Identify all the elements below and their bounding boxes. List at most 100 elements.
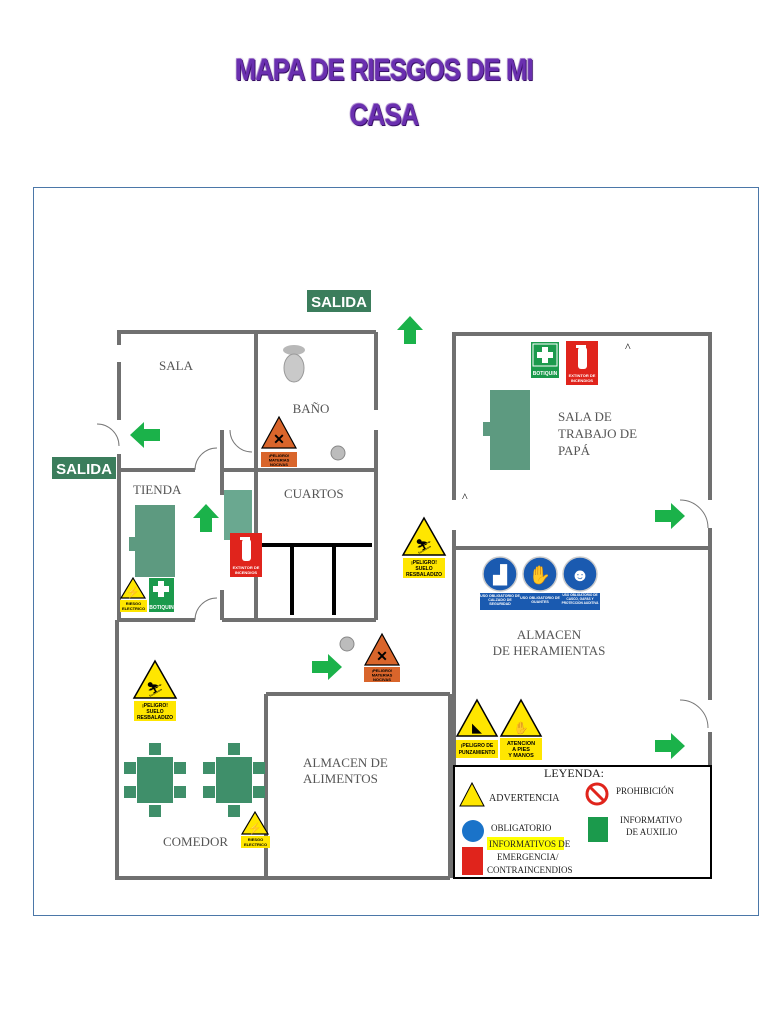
exit-arrow-left-icon [130, 422, 160, 448]
first-aid-sign: BOTIQUIN [531, 342, 559, 378]
caret-mark: ^ [462, 490, 468, 504]
drain-icon [330, 445, 346, 461]
sign-text: SUELO [415, 566, 432, 572]
exit-label: SALIDA [311, 294, 367, 311]
sign-text: SUELO [146, 709, 163, 715]
mandatory-circle-icon [462, 820, 484, 842]
extinguisher-icon [242, 539, 251, 561]
sign-text: MATERIAS [269, 458, 290, 463]
sign-text: A PIES [512, 747, 530, 753]
puncture-icon: ◣ [472, 720, 482, 735]
sign-text: BOTIQUIN [533, 371, 558, 377]
room-label-bano: BAÑO [293, 401, 330, 416]
room-label-sala-trabajo: PAPÁ [558, 443, 591, 458]
legend-label-emergencia: EMERGENCIA/ [497, 852, 559, 862]
exit-arrow-right-icon [655, 733, 685, 759]
warning-triangle-icon [459, 781, 485, 807]
room-label-comedor: COMEDOR [163, 834, 228, 849]
legend-label-emergencia: INFORMATIVOS DE [489, 839, 571, 849]
drain-icon [339, 636, 355, 652]
extinguisher-icon [578, 347, 587, 369]
exit-sign-left: SALIDA [52, 457, 116, 479]
sign-text: ¡PELIGRO DE [461, 743, 494, 749]
extinguisher-sign: EXTINTOR DE INCENDIOS [566, 341, 598, 385]
emergency-square-icon [462, 847, 483, 875]
exit-sign-top: SALIDA [307, 290, 371, 312]
caret-mark: ^ [625, 340, 631, 354]
page-title-line-1: MAPA DE RIESGOS DE MI [235, 52, 534, 87]
room-label-sala-trabajo: TRABAJO DE [558, 426, 637, 441]
sign-text: ¡PELIGRO! [372, 668, 393, 673]
sign-text: USO OBLIGATORIO DE CASCO, GAFAS Y PROTEC… [561, 593, 599, 605]
legend-label-informativo: DE AUXILIO [626, 827, 678, 837]
legend-title: LEYENDA: [544, 766, 604, 780]
informative-square-icon [588, 817, 608, 842]
sign-text: ATENCION [507, 741, 535, 747]
map-frame [33, 187, 759, 916]
slippery-floor-sign: ⛷ ¡PELIGRO! SUELO RESBALADIZO [401, 516, 447, 578]
room-label-almacen-herramientas: ALMACEN [517, 627, 582, 642]
mandatory-helmet-sign: ☻ USO OBLIGATORIO DE CASCO, GAFAS Y PROT… [560, 555, 600, 612]
legend-label-advertencia: ADVERTENCIA [489, 793, 560, 804]
legend-label-emergencia: CONTRAINCENDIOS [487, 865, 573, 875]
sign-text: RESBALADIZO [137, 715, 173, 721]
sign-text: NOCIVAS [270, 462, 288, 467]
room-label-sala: SALA [159, 358, 194, 373]
harmful-materials-sign: ✕ ¡PELIGRO! MATERIAS NOCIVAS [260, 415, 298, 467]
sign-text: PUNZAMIENTO [459, 750, 496, 756]
desk-icon [483, 390, 530, 470]
sign-text: ¡PELIGRO! [411, 560, 437, 566]
exit-arrow-right-icon [655, 503, 685, 529]
exit-arrow-right-icon [312, 654, 342, 680]
legend-label-informativo: INFORMATIVO [620, 815, 683, 825]
lightning-icon: ⚡ [126, 586, 140, 599]
sign-text: ELECTRICO [122, 606, 145, 611]
hands-feet-warning-sign: ✋ ATENCION A PIES Y MANOS [499, 698, 543, 760]
tienda-counter [129, 505, 175, 577]
room-label-almacen-alimentos: ALIMENTOS [303, 771, 378, 786]
extinguisher-sign: EXTINTOR DE INCENDIOS [230, 533, 262, 577]
sign-text: RIESGO [248, 837, 264, 842]
electrical-risk-sign: ⚡ RIESGO ELECTRICO [240, 810, 270, 848]
slipping-person-icon: ⛷ [146, 682, 164, 698]
room-label-almacen-herramientas: DE HERAMIENTAS [493, 643, 606, 658]
room-label-almacen-alimentos: ALMACEN DE [303, 755, 388, 770]
glove-icon: ✋ [529, 564, 551, 585]
crush-hand-icon: ✋ [514, 721, 529, 735]
toilet-icon [283, 345, 305, 383]
cuartos-beds [258, 543, 372, 615]
page-title-line-2: CASA [349, 97, 420, 132]
first-aid-sign: BOTIQUIN [149, 578, 174, 612]
x-cross-icon: ✕ [273, 433, 285, 448]
slippery-floor-sign: ⛷ ¡PELIGRO! SUELO RESBALADIZO [132, 659, 178, 721]
tienda-shelf [224, 490, 252, 540]
sign-text: BOTIQUIN [149, 605, 174, 611]
sign-text: INCENDIOS [571, 378, 594, 383]
electrical-risk-sign: ⚡ RIESGO ELECTRICO [119, 576, 147, 612]
legend-label-obligatorio: OBLIGATORIO [491, 823, 552, 833]
legend-box: LEYENDA: ADVERTENCIA PROHIBICIÓN OBLIGAT… [453, 765, 712, 879]
dining-table-1 [124, 743, 186, 817]
sign-text: INCENDIOS [235, 570, 258, 575]
sign-text: ¡PELIGRO! [269, 453, 290, 458]
x-cross-icon: ✕ [376, 650, 388, 665]
sign-text: USO OBLIGATORIO DE CALZADO DE SEGURIDAD [480, 594, 520, 607]
room-label-cuartos: CUARTOS [284, 486, 344, 501]
sign-text: RESBALADIZO [406, 572, 442, 578]
mandatory-boots-sign: ▟ USO OBLIGATORIO DE CALZADO DE SEGURIDA… [480, 555, 520, 612]
room-label-tienda: TIENDA [133, 482, 182, 497]
lightning-icon: ⚡ [248, 822, 262, 835]
sign-text: USO OBLIGATORIO DE GUANTES [520, 596, 560, 605]
dining-table-2 [203, 743, 265, 817]
walls [115, 330, 712, 880]
exit-arrow-up-icon [397, 316, 423, 344]
sign-text: NOCIVAS [373, 677, 391, 682]
puncture-hazard-sign: ◣ ¡PELIGRO DE PUNZAMIENTO [455, 698, 499, 758]
sign-text: MATERIAS [372, 673, 393, 678]
door-swings [96, 423, 709, 729]
mandatory-gloves-sign: ✋ USO OBLIGATORIO DE GUANTES [520, 555, 560, 612]
sign-text: Y MANOS [508, 753, 534, 759]
sign-text: ¡PELIGRO! [142, 703, 168, 709]
room-label-sala-trabajo: SALA DE [558, 409, 612, 424]
